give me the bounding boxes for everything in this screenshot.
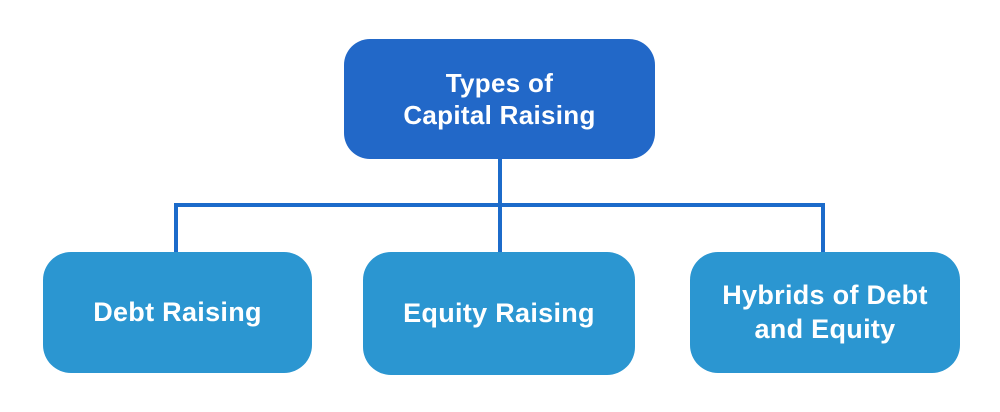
connector-drop-debt	[174, 203, 178, 254]
node-debt-raising: Debt Raising	[43, 252, 312, 373]
node-equity-raising-label: Equity Raising	[403, 297, 595, 328]
connector-drop-hybrid	[821, 203, 825, 254]
node-debt-raising-label: Debt Raising	[93, 296, 262, 327]
node-hybrids-label: Hybrids of Debt and Equity	[722, 279, 928, 344]
node-hybrids-of-debt-and-equity: Hybrids of Debt and Equity	[690, 252, 960, 373]
node-equity-raising: Equity Raising	[363, 252, 635, 375]
root-node-types-of-capital-raising: Types of Capital Raising	[344, 39, 655, 159]
connector-horizontal-rail	[174, 203, 825, 207]
root-node-label: Types of Capital Raising	[403, 67, 596, 131]
